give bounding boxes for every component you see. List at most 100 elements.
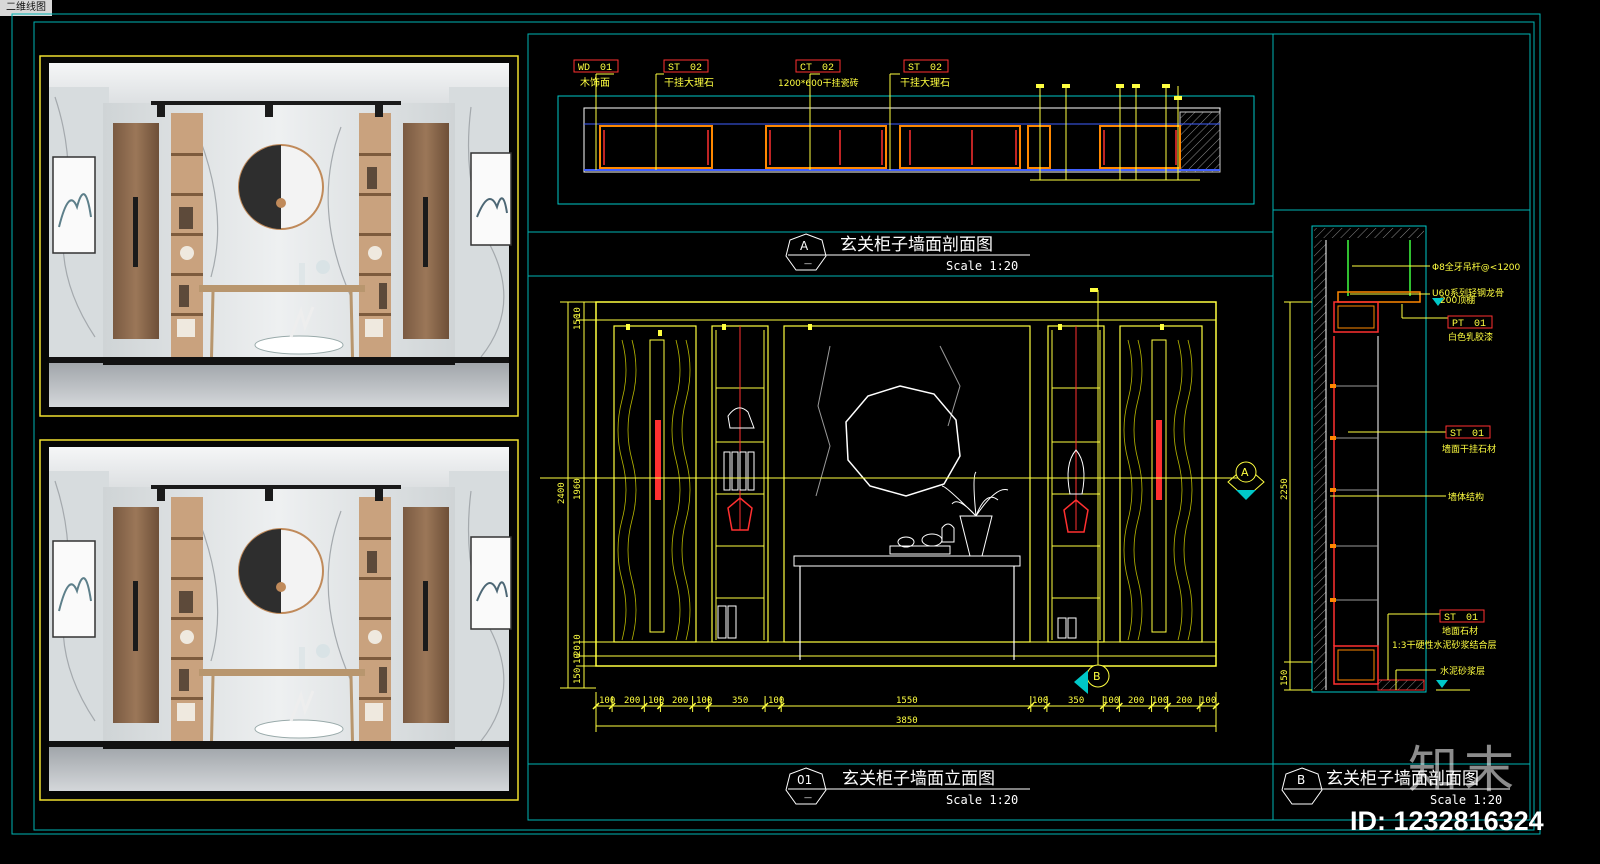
dim-tick-slash [592,702,600,710]
svg-text:200: 200 [624,696,640,706]
plan-tag-3: CT 02 1200*600干挂瓷砖 [778,59,859,89]
dim-tick-slash [1115,702,1123,710]
plan-tag-4: ST 02 干挂大理石 [900,59,950,89]
dim-tick-slash [1164,702,1172,710]
dim-tick-slash [689,702,697,710]
svg-text:150: 150 [573,314,583,330]
svg-text:10: 10 [573,307,583,318]
svg-text:200顶棚: 200顶棚 [1440,294,1475,306]
svg-text:150: 150 [573,668,583,684]
section-marker-a[interactable]: A [1216,461,1265,500]
svg-text:150: 150 [1280,670,1290,686]
panel-frames [527,33,1531,821]
svg-text:02: 02 [690,63,702,74]
svg-text:水泥砂浆层: 水泥砂浆层 [1440,665,1485,677]
plan-section-title: 玄关柜子墙面剖面图 [840,235,993,255]
svg-text:01: 01 [1466,613,1478,624]
svg-text:WD: WD [578,63,590,74]
svg-text:B: B [1297,773,1305,787]
svg-text:PT: PT [1452,319,1464,330]
svg-text:1960: 1960 [573,478,583,500]
dim-tick-slash [1196,702,1204,710]
svg-text:CT: CT [800,63,812,74]
outer-frame [11,13,1541,835]
render-image-top [39,55,519,417]
dim-tick-slash [1212,702,1220,710]
elevation-dims-left-text: 150 10 2010 1960 10 150 2400 [557,307,583,684]
svg-text:10: 10 [573,653,583,664]
side-section-drawing[interactable]: 2250 150 [1280,225,1427,693]
svg-text:200: 200 [672,696,688,706]
watermark-id: ID: 1232816324 [1350,806,1544,836]
elevation-scale: Scale 1:20 [946,793,1018,807]
dim-tick-slash [640,702,648,710]
dim-tick-slash [705,702,713,710]
svg-text:350: 350 [732,696,748,706]
plan-section-drawing[interactable] [557,73,1255,205]
svg-text:01: 01 [797,773,812,787]
svg-text:350: 350 [1068,696,1084,706]
side-section-notes: Φ8全牙吊杆@<1200 U60系列轻钢龙骨 200顶棚 白色乳胶漆 墙面干挂石… [1392,261,1521,677]
svg-text:1200*600干挂瓷砖: 1200*600干挂瓷砖 [778,77,859,89]
svg-text:墙面干挂石材: 墙面干挂石材 [1442,443,1496,455]
svg-text:01: 01 [1474,319,1486,330]
svg-text:2400: 2400 [557,482,567,504]
svg-text:100: 100 [1200,696,1216,706]
svg-text:ST: ST [1450,429,1462,440]
plan-section-scale: Scale 1:20 [946,259,1018,273]
elevation-title: 玄关柜子墙面立面图 [842,769,995,789]
inner-frame [33,21,1535,831]
dim-tick-slash [656,702,664,710]
side-section-title: 玄关柜子墙面剖面图 [1326,769,1479,789]
svg-text:3850: 3850 [896,716,918,726]
svg-text:U60系列轻钢龙骨: U60系列轻钢龙骨 [1432,287,1504,299]
window-title: 二维线图 [0,0,52,16]
elevation-dims-left [560,301,596,689]
side-section-scale: Scale 1:20 [1430,793,1502,807]
svg-text:ST: ST [908,63,920,74]
section-marker-b[interactable]: B [1074,664,1110,694]
dim-tick-slash [1099,702,1107,710]
side-section-title-block: B 玄关柜子墙面剖面图 Scale 1:20 [1281,767,1510,807]
svg-text:02: 02 [822,63,834,74]
elevation-dims-bottom-text: 100 200 100 200 100 350 100 1550 100 350… [599,696,1216,726]
svg-text:A: A [1241,466,1249,479]
svg-text:100: 100 [696,696,712,706]
dim-tick-slash [608,702,616,710]
svg-text:A: A [800,239,809,253]
svg-text:ST: ST [1444,613,1456,624]
svg-text:1:3干硬性水泥砂浆结合层: 1:3干硬性水泥砂浆结合层 [1392,639,1497,651]
side-section-level-markers [1432,298,1470,691]
svg-text:200: 200 [1176,696,1192,706]
render-image-bottom [39,439,519,801]
elevation-drawing[interactable] [540,288,1230,676]
svg-text:ST: ST [668,63,680,74]
svg-text:—: — [804,259,812,268]
svg-text:02: 02 [930,63,942,74]
svg-text:B: B [1093,670,1101,683]
svg-text:100: 100 [648,696,664,706]
svg-text:Φ8全牙吊杆@<1200: Φ8全牙吊杆@<1200 [1432,261,1521,273]
svg-text:100: 100 [1103,696,1119,706]
svg-text:200: 200 [1128,696,1144,706]
svg-text:2250: 2250 [1280,478,1290,500]
svg-text:—: — [804,793,812,802]
dim-tick-slash [1043,702,1051,710]
plan-section-title-block: A — 玄关柜子墙面剖面图 Scale 1:20 [785,233,1030,273]
elevation-dim-ticks [592,696,1220,712]
plan-tag-2: ST 02 干挂大理石 [663,59,714,89]
svg-text:100: 100 [768,696,784,706]
svg-text:地面石材: 地面石材 [1442,625,1478,637]
dim-tick-slash [777,702,785,710]
svg-text:100: 100 [1152,696,1168,706]
watermark-logo: 知末 [1408,741,1520,799]
dim-tick-slash [761,702,769,710]
dim-tick-slash [1027,702,1035,710]
svg-text:100: 100 [599,696,615,706]
svg-text:100: 100 [1032,696,1048,706]
svg-text:白色乳胶漆: 白色乳胶漆 [1448,331,1493,343]
elevation-title-block: 01 — 玄关柜子墙面立面图 Scale 1:20 [785,767,1030,807]
svg-text:01: 01 [600,63,612,74]
svg-text:2010: 2010 [573,634,583,656]
